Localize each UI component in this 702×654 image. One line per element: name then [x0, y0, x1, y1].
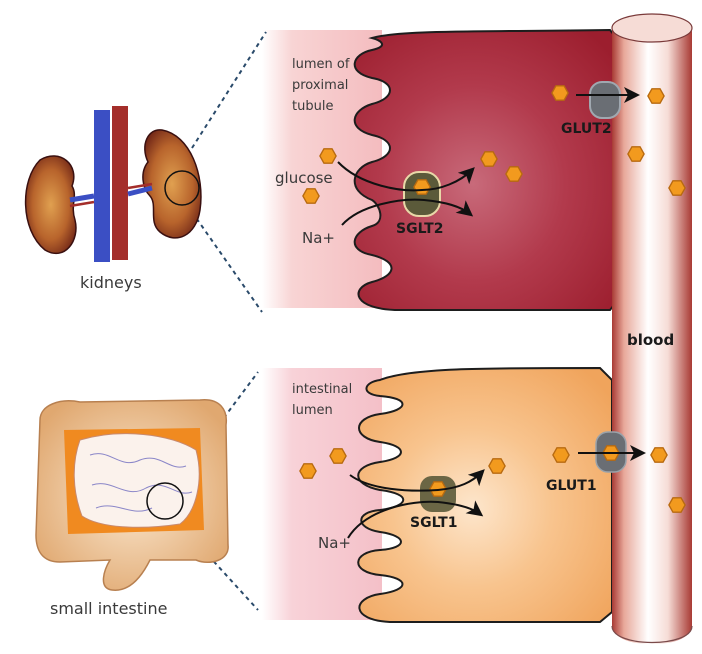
kidney-tubule-cell — [353, 28, 619, 311]
intestinal-lumen-area — [262, 368, 382, 620]
sodium-flow-arrow-bottom — [347, 500, 484, 539]
left-kidney — [24, 155, 77, 255]
sglt2-label: SGLT2 — [396, 221, 443, 237]
small-intestine-label: small intestine — [50, 599, 167, 618]
glucose-flow-arrow-bottom — [349, 469, 485, 492]
blood-label: blood — [627, 331, 674, 349]
sodium-flow-arrow-top — [341, 198, 474, 226]
lumen-proximal-label-1: lumen of — [292, 57, 350, 72]
zoom-lines — [175, 31, 267, 611]
glut1-label: GLUT1 — [546, 478, 597, 494]
glut2-label: GLUT2 — [561, 121, 612, 137]
intestinal-lumen-label-2: lumen — [292, 403, 333, 418]
small-intestine-illustration — [35, 399, 229, 591]
lumen-proximal-label-2: proximal — [292, 78, 348, 93]
kidneys-illustration — [24, 106, 202, 262]
sglt1-transporter — [420, 476, 456, 512]
aorta — [112, 106, 128, 260]
vena-cava — [94, 110, 110, 262]
sglt2-transporter — [403, 171, 441, 217]
glut2-transporter — [589, 81, 621, 119]
sodium-label-bottom: Na+ — [318, 534, 351, 552]
sodium-label-top: Na+ — [302, 229, 335, 247]
kidneys-label: kidneys — [80, 273, 142, 292]
glucose-label: glucose — [275, 169, 333, 187]
kidney-zoom-circle — [164, 170, 200, 206]
sglt1-label: SGLT1 — [410, 515, 457, 531]
intestinal-epithelial-cell — [357, 366, 613, 623]
blood-vessel — [611, 13, 693, 644]
right-kidney — [142, 129, 202, 239]
lumen-proximal-label-3: tubule — [292, 99, 333, 114]
intestinal-lumen-label-1: intestinal — [292, 382, 352, 397]
intestine-zoom-circle — [146, 482, 184, 520]
glucose-flow-arrow-top — [337, 161, 475, 192]
